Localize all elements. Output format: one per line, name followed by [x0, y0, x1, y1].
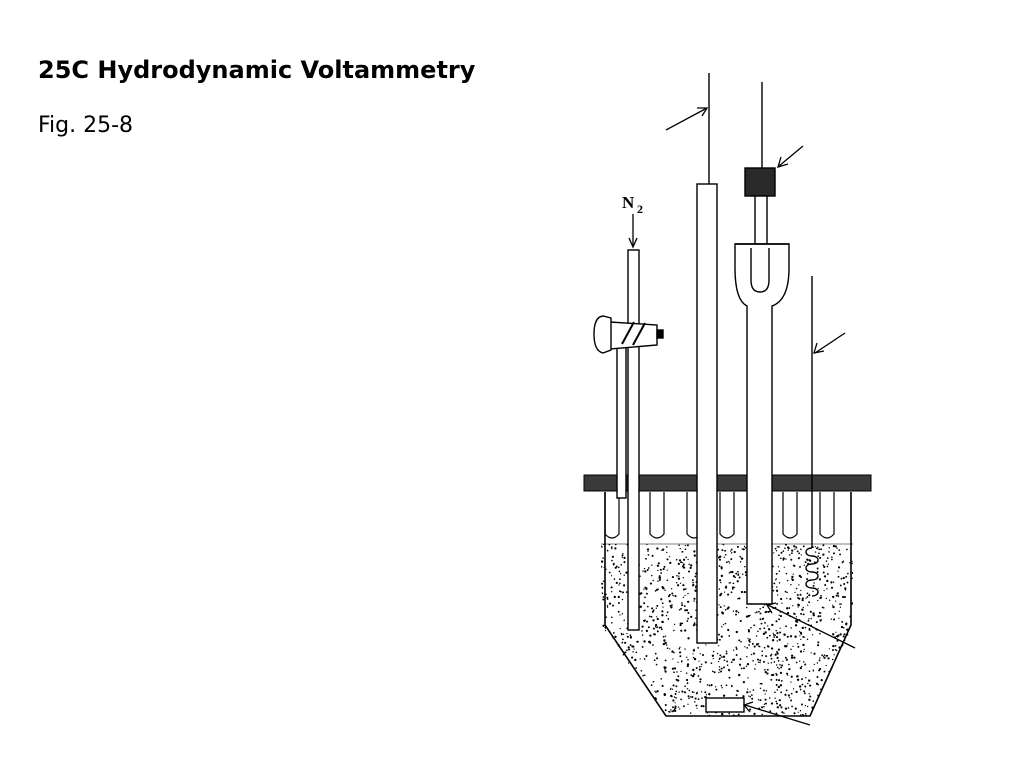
n2-inlet: [593, 249, 664, 631]
stir-bar: [705, 697, 745, 713]
working-electrode-coil: [805, 547, 819, 597]
lid-sleeves: [604, 492, 835, 539]
pointer-arrow-reference: [777, 145, 804, 168]
pointer-arrow-reference-tip: [765, 602, 856, 649]
auxiliary-electrode: [696, 73, 718, 644]
pointer-arrow-stir-bar: [742, 701, 811, 726]
reference-stopper: [744, 167, 776, 197]
figure-caption: Fig. 25-8: [38, 113, 134, 138]
reference-electrode: [734, 82, 790, 605]
stopcock-handle: [593, 315, 612, 354]
cell-lid: [583, 474, 872, 492]
pointer-arrow-working: [813, 332, 846, 354]
solution: [601, 544, 853, 716]
pointer-arrow-auxiliary: [665, 107, 709, 131]
auxiliary-tube: [696, 183, 718, 644]
solution-stipple: [601, 544, 853, 716]
n2-inlet-tube: [627, 249, 640, 631]
slide-title: 25C Hydrodynamic Voltammetry: [38, 56, 476, 84]
reference-neck: [754, 195, 768, 245]
working-electrode: [805, 276, 819, 597]
n2-label: N: [622, 193, 635, 212]
n2-bypass-tube: [616, 329, 627, 499]
n2-arrow: [628, 214, 638, 249]
n2-label-subscript: 2: [637, 202, 643, 216]
cell-vessel: [601, 492, 853, 717]
